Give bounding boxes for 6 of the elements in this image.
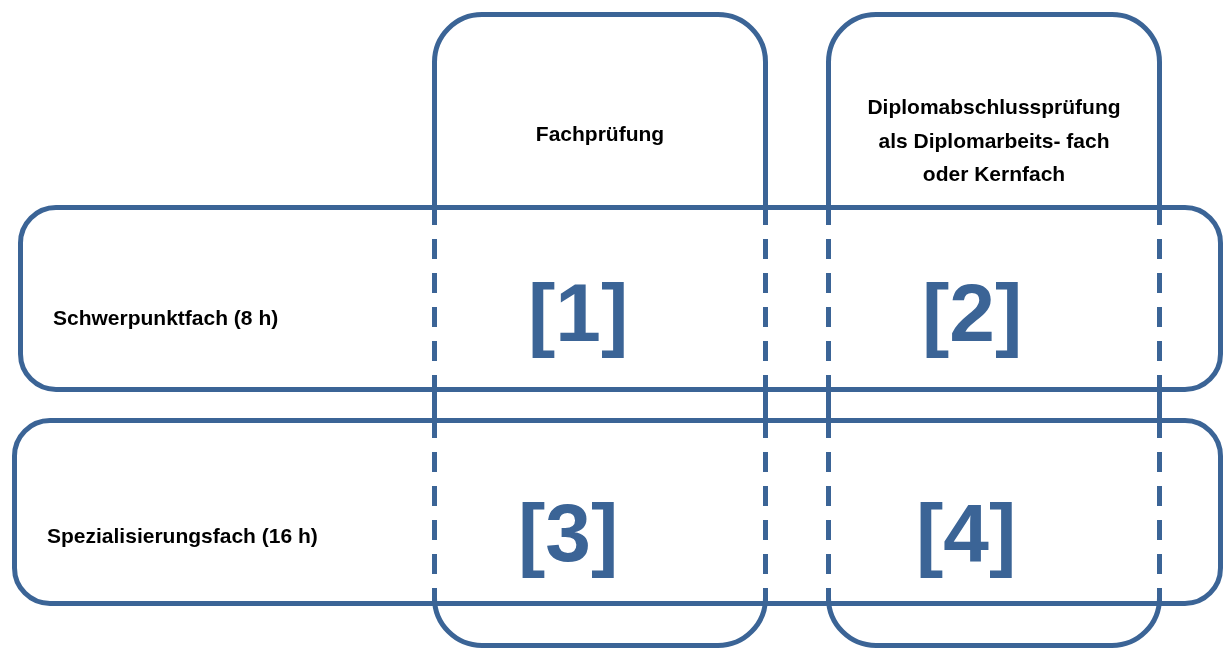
row-heading: Spezialisierungsfach (16 h) bbox=[47, 523, 318, 550]
column-heading: Diplomabschlussprüfung als Diplomarbeits- fach oder Kernfach bbox=[866, 94, 1122, 188]
row-heading: Schwerpunktfach (8 h) bbox=[53, 305, 279, 332]
row-frame bbox=[18, 205, 1223, 392]
row-frame bbox=[12, 418, 1223, 606]
column-heading: Fachprüfung bbox=[534, 121, 666, 147]
